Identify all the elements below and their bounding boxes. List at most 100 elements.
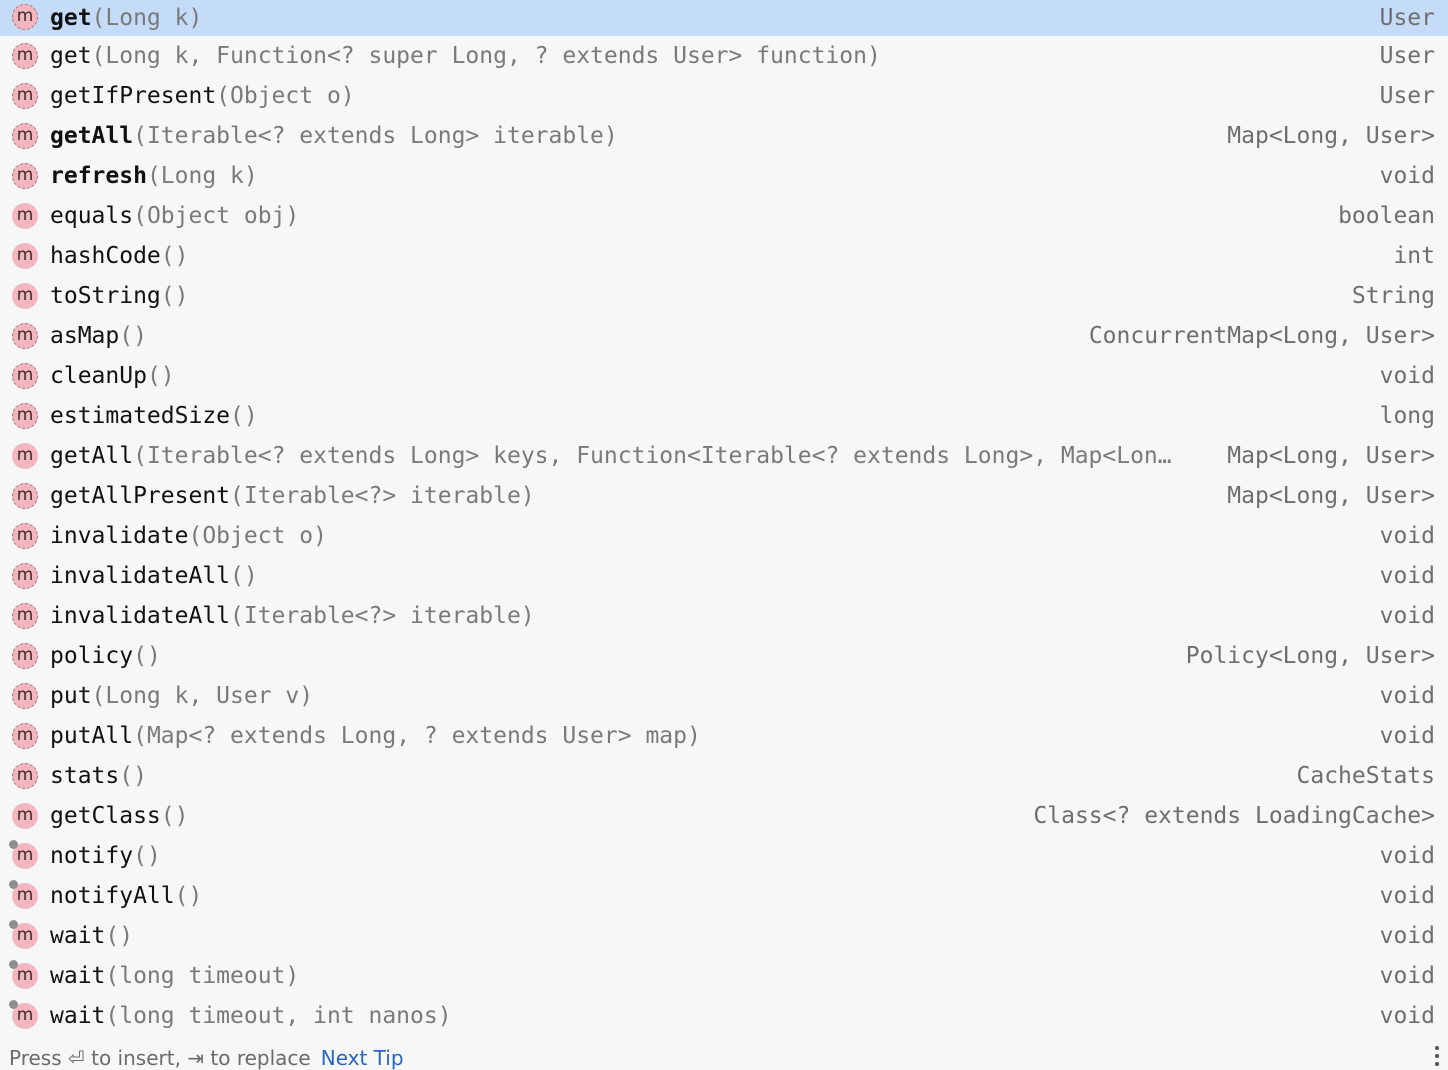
method-signature: asMap() (50, 316, 147, 356)
return-type: Map<Long, User> (1227, 443, 1435, 469)
method-icon: m (9, 880, 38, 909)
method-name: wait (50, 1003, 106, 1029)
kebab-menu-icon[interactable] (1434, 1046, 1440, 1070)
return-type: Class<? extends LoadingCache> (1033, 803, 1435, 829)
method-signature: getAll(Iterable<? extends Long> iterable… (50, 116, 618, 156)
method-icon: m (12, 723, 38, 749)
return-type: void (1379, 843, 1435, 869)
method-icon: m (9, 1000, 38, 1029)
method-params: (Object obj) (133, 203, 300, 229)
method-icon: m (9, 840, 38, 869)
return-type: void (1379, 603, 1435, 629)
method-name: getAll (50, 443, 134, 469)
method-signature: invalidate(Object o) (50, 516, 327, 556)
completion-item[interactable]: m getClass() Class<? extends LoadingCache> (0, 796, 1448, 836)
lock-badge-icon (9, 960, 18, 969)
return-type: long (1379, 403, 1435, 429)
method-params: () (174, 883, 203, 909)
method-name: stats (50, 763, 120, 789)
method-name: invalidate (50, 523, 189, 549)
method-name: put (50, 683, 92, 709)
method-name: cleanUp (50, 363, 147, 389)
method-name: refresh (50, 163, 147, 189)
method-name: getClass (50, 803, 161, 829)
completion-item[interactable]: m putAll(Map<? extends Long, ? extends Us… (0, 716, 1448, 756)
method-params: () (119, 763, 147, 789)
method-signature: getAllPresent(Iterable<?> iterable) (50, 476, 535, 516)
method-signature: refresh(Long k) (50, 156, 258, 196)
return-type: Map<Long, User> (1227, 123, 1435, 149)
method-params: (Object o) (216, 83, 355, 109)
method-signature: invalidateAll() (50, 556, 258, 596)
method-name: notifyAll (50, 883, 175, 909)
method-params: () (160, 283, 189, 309)
return-type: void (1379, 563, 1435, 589)
method-icon: m (12, 323, 38, 349)
return-type: void (1379, 523, 1435, 549)
method-signature: putAll(Map<? extends Long, ? extends Use… (50, 716, 701, 756)
method-params: () (146, 363, 175, 389)
method-name: asMap (50, 323, 120, 349)
return-type: void (1379, 963, 1435, 989)
return-type: User (1379, 83, 1435, 109)
lock-badge-icon (9, 840, 18, 849)
method-icon: m (12, 803, 38, 829)
method-params: () (230, 403, 258, 429)
method-params: () (133, 643, 161, 669)
next-tip-link[interactable]: Next Tip (320, 1046, 404, 1070)
method-signature: estimatedSize() (50, 396, 258, 436)
method-icon: m (12, 203, 38, 229)
method-icon: m (12, 123, 38, 149)
method-params: (Iterable<?> iterable) (230, 603, 535, 629)
method-icon: m (12, 643, 38, 669)
method-name: invalidateAll (50, 563, 231, 589)
method-signature: getClass() (50, 796, 188, 836)
method-name: hashCode (50, 243, 161, 269)
method-icon: m (12, 163, 38, 189)
completion-item[interactable]: m getAll(Iterable<? extends Long> iterabl… (0, 116, 1448, 156)
return-type: Policy<Long, User> (1185, 643, 1435, 669)
method-signature: invalidateAll(Iterable<?> iterable) (50, 596, 535, 636)
method-params: () (105, 923, 134, 949)
method-name: wait (50, 923, 106, 949)
method-name: putAll (50, 723, 134, 749)
completion-item[interactable]: m asMap() ConcurrentMap<Long, User> (0, 316, 1448, 356)
method-name: notify (50, 843, 134, 869)
return-type: void (1379, 1003, 1435, 1029)
method-icon: m (12, 603, 38, 629)
method-icon: m (12, 443, 38, 469)
method-name: get (50, 43, 92, 69)
method-icon: m (12, 4, 38, 30)
return-type: CacheStats (1296, 763, 1435, 789)
method-icon: m (12, 283, 38, 309)
method-signature: getIfPresent(Object o) (50, 76, 355, 116)
return-type: ConcurrentMap<Long, User> (1088, 323, 1435, 349)
method-signature: wait() (50, 916, 133, 956)
completion-item[interactable]: m invalidateAll(Iterable<?> iterable) void (0, 596, 1448, 636)
method-name: estimatedSize (50, 403, 231, 429)
